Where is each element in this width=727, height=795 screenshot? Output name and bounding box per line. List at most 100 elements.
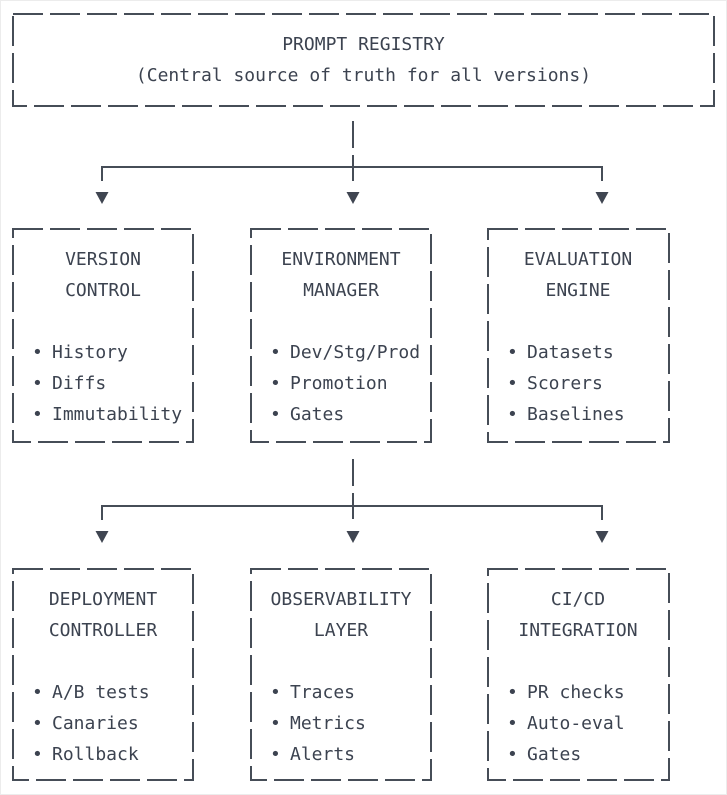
node-list: • PR checks • Auto-eval • Gates	[487, 677, 669, 770]
bullet-icon: •	[32, 342, 43, 363]
node-deployment-controller: DEPLOYMENT CONTROLLER • A/B tests • Canari…	[12, 568, 194, 780]
bullet-icon: •	[507, 682, 518, 703]
cicd-integration-border	[487, 568, 670, 781]
node-environment-manager: ENVIRONMENT MANAGER • Dev/Stg/Prod • Promo…	[250, 228, 432, 440]
list-item: • Gates	[507, 739, 669, 770]
node-version-control: VERSION CONTROL • History • Diffs • Immutab…	[12, 228, 194, 440]
node-title-line: ENVIRONMENT	[281, 249, 401, 270]
list-item: • Canaries	[32, 708, 194, 739]
list-item-label: PR checks	[527, 682, 625, 703]
list-item-label: Rollback	[52, 744, 139, 765]
list-item-label: Gates	[527, 744, 582, 765]
bullet-icon: •	[32, 373, 43, 394]
connector-mid-branch	[101, 505, 603, 520]
node-subtitle: (Central source of truth for all version…	[135, 65, 592, 86]
list-item-label: Datasets	[527, 342, 614, 363]
bullet-icon: •	[270, 373, 281, 394]
arrow-down-icon	[95, 531, 109, 543]
list-item-label: Canaries	[52, 713, 139, 734]
node-evaluation-engine: EVALUATION ENGINE •Datasets • Scorers • Ba…	[487, 228, 669, 440]
node-title: DEPLOYMENT CONTROLLER	[12, 568, 194, 646]
arrow-down-icon	[595, 192, 609, 204]
node-list: • A/B tests • Canaries • Rollback	[12, 677, 194, 770]
connector-top-branch	[101, 166, 603, 181]
arrow-down-icon	[95, 192, 109, 204]
node-title-line: LAYER	[313, 620, 369, 641]
list-item: • Immutability	[32, 399, 194, 430]
evaluation-engine-border	[487, 228, 670, 443]
node-title: OBSERVABILITY LAYER	[250, 568, 432, 646]
list-item: • Traces	[270, 677, 432, 708]
node-title-line: DEPLOYMENT	[48, 589, 158, 610]
node-prompt-registry: PROMPT REGISTRY (Central source of truth…	[12, 13, 715, 107]
list-item-label: Metrics	[290, 713, 366, 734]
environment-manager-border	[250, 228, 432, 443]
node-title-line: CONTROL	[65, 280, 141, 301]
node-title: PROMPT REGISTRY	[282, 34, 445, 55]
list-item: • Dev/Stg/Prod	[270, 337, 432, 368]
arrow-down-icon	[346, 531, 360, 543]
list-item-label: Scorers	[527, 373, 603, 394]
node-list: • Traces • Metrics • Alerts	[250, 677, 432, 770]
node-title-line: VERSION	[65, 249, 141, 270]
arrow-down-icon	[595, 531, 609, 543]
list-item: • Metrics	[270, 708, 432, 739]
list-item-label: Dev/Stg/Prod	[290, 342, 421, 363]
node-cicd-integration: CI/CD INTEGRATION • PR checks • Auto-eval …	[487, 568, 669, 780]
list-item-label: Traces	[290, 682, 356, 703]
list-item: • A/B tests	[32, 677, 194, 708]
node-title-line: INTEGRATION	[518, 620, 638, 641]
list-item-label: Auto-eval	[527, 713, 625, 734]
node-observability-layer: OBSERVABILITY LAYER • Traces • Metrics • Al…	[250, 568, 432, 780]
bullet-icon: •	[507, 404, 518, 425]
list-item-label: Alerts	[290, 744, 356, 765]
bullet-icon: •	[270, 682, 281, 703]
node-title: VERSION CONTROL	[12, 228, 194, 306]
bullet-icon: •	[270, 713, 281, 734]
bullet-icon: •	[32, 744, 43, 765]
node-title-line: ENGINE	[545, 280, 611, 301]
observability-layer-border	[250, 568, 432, 781]
list-item: • PR checks	[507, 677, 669, 708]
bullet-icon: •	[32, 713, 43, 734]
list-item-label: Immutability	[52, 404, 183, 425]
list-item: • Rollback	[32, 739, 194, 770]
list-item: • Scorers	[507, 368, 669, 399]
list-item: • Auto-eval	[507, 708, 669, 739]
list-item: • History	[32, 337, 194, 368]
root-box-border	[12, 13, 715, 107]
node-list: •Datasets • Scorers • Baselines	[487, 337, 669, 430]
list-item-label: Gates	[290, 404, 345, 425]
node-title: CI/CD INTEGRATION	[487, 568, 669, 646]
arrow-down-icon	[346, 192, 360, 204]
node-title-line: CONTROLLER	[48, 620, 158, 641]
list-item: • Baselines	[507, 399, 669, 430]
bullet-icon: •	[270, 342, 281, 363]
bullet-icon: •	[270, 404, 281, 425]
bullet-icon: •	[32, 404, 43, 425]
list-item-label: A/B tests	[52, 682, 150, 703]
node-title: ENVIRONMENT MANAGER	[250, 228, 432, 306]
bullet-icon: •	[270, 744, 281, 765]
list-item-label: Diffs	[52, 373, 107, 394]
list-item-label: Baselines	[527, 404, 625, 425]
node-title-line: EVALUATION	[523, 249, 633, 270]
version-control-border	[12, 228, 194, 443]
node-title-line: OBSERVABILITY	[270, 589, 412, 610]
list-item: • Gates	[270, 399, 432, 430]
node-list: • History • Diffs • Immutability	[12, 337, 194, 430]
bullet-icon: •	[32, 682, 43, 703]
bullet-icon: •	[507, 744, 518, 765]
bullet-icon: •	[507, 373, 518, 394]
list-item: •Datasets	[507, 337, 669, 368]
list-item: • Alerts	[270, 739, 432, 770]
deployment-controller-border	[12, 568, 194, 781]
node-title-line: MANAGER	[303, 280, 379, 301]
list-item: • Diffs	[32, 368, 194, 399]
list-item-label: Promotion	[290, 373, 388, 394]
list-item-label: History	[52, 342, 128, 363]
node-list: • Dev/Stg/Prod • Promotion • Gates	[250, 337, 432, 430]
bullet-icon: •	[507, 713, 518, 734]
